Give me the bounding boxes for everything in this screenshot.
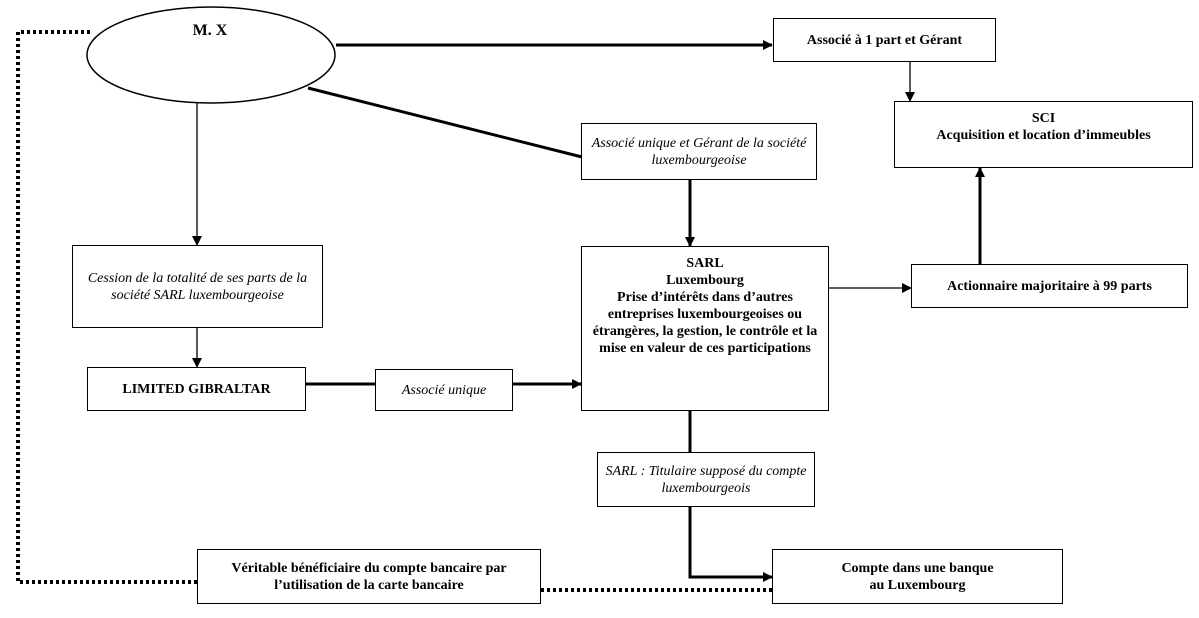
node-actionnaire: Actionnaire majoritaire à 99 parts <box>911 264 1188 308</box>
arrow-titulaire-to-compte <box>688 507 773 582</box>
node-associe-unique: Associé unique <box>375 369 513 411</box>
node-associe-unique-gerant-label: Associé unique et Gérant de la société l… <box>591 135 807 168</box>
node-sarl: SARL Luxembourg Prise d’intérêts dans d’… <box>581 246 829 411</box>
node-limited-gibraltar-label: LIMITED GIBRALTAR <box>122 381 271 397</box>
node-sarl-desc: Prise d’intérêts dans d’autres entrepris… <box>592 290 818 356</box>
node-associe-unique-label: Associé unique <box>401 382 487 398</box>
node-associe-unique-gerant: Associé unique et Gérant de la société l… <box>581 123 817 180</box>
node-sci-title: SCI <box>1031 111 1056 126</box>
node-sci-desc: Acquisition et location d’immeubles <box>936 128 1151 143</box>
mx-ellipse <box>86 6 336 104</box>
node-compte-banque: Compte dans une banque au Luxembourg <box>772 549 1063 604</box>
dotted-line-mx-to-veritable <box>16 30 197 584</box>
node-sarl-titulaire-label: SARL : Titulaire supposé du compte luxem… <box>605 463 807 496</box>
node-mx: M. X <box>192 22 228 39</box>
node-veritable-beneficiaire-label: Véritable bénéficiaire du compte bancair… <box>231 560 507 593</box>
node-compte-banque-line1: Compte dans une banque <box>841 560 994 576</box>
node-associe-1-part-label: Associé à 1 part et Gérant <box>806 32 963 48</box>
node-sarl-titulaire: SARL : Titulaire supposé du compte luxem… <box>597 452 815 507</box>
node-cession-label: Cession de la totalité de ses parts de l… <box>87 270 308 303</box>
node-sarl-title: SARL <box>686 256 724 271</box>
node-limited-gibraltar: LIMITED GIBRALTAR <box>87 367 306 411</box>
node-cession: Cession de la totalité de ses parts de l… <box>72 245 323 328</box>
node-associe-1-part: Associé à 1 part et Gérant <box>773 18 996 62</box>
node-veritable-beneficiaire: Véritable bénéficiaire du compte bancair… <box>197 549 541 604</box>
node-sarl-subtitle: Luxembourg <box>666 273 744 288</box>
node-compte-banque-line2: au Luxembourg <box>869 577 966 593</box>
node-sci: SCI Acquisition et location d’immeubles <box>894 101 1193 168</box>
node-actionnaire-label: Actionnaire majoritaire à 99 parts <box>947 278 1152 294</box>
line-mx-to-associe-unique-gerant <box>307 86 583 159</box>
